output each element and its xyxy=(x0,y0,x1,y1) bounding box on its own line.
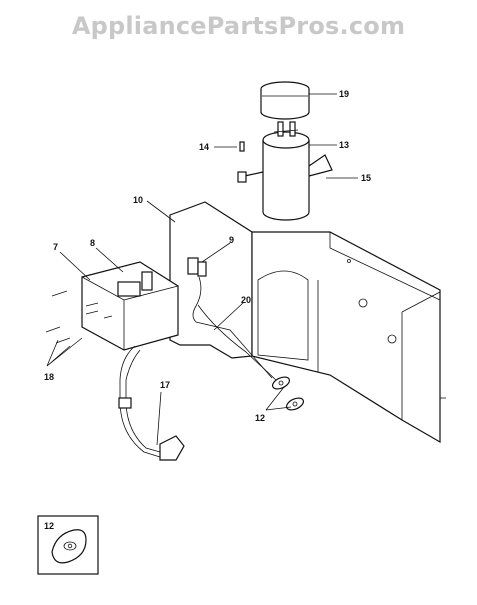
callout-20: 20 xyxy=(241,295,251,305)
control-box xyxy=(81,261,179,351)
screw-14 xyxy=(214,141,245,152)
callout-18: 18 xyxy=(44,372,54,382)
callout-17: 17 xyxy=(160,380,170,390)
callout-12: 12 xyxy=(255,413,265,423)
capacitor xyxy=(262,121,310,221)
callout-15: 15 xyxy=(361,173,371,183)
callout-8: 8 xyxy=(90,238,95,248)
watermark: AppliancePartsPros.com xyxy=(71,12,406,40)
capacitor-strap xyxy=(237,154,358,183)
control-panel xyxy=(169,201,446,444)
wiring-harness xyxy=(118,276,277,461)
inset-detail: 12 xyxy=(37,515,99,575)
screws-18 xyxy=(45,290,83,367)
leader-lines xyxy=(59,200,292,446)
callout-19: 19 xyxy=(339,89,349,99)
inset-label: 12 xyxy=(44,521,54,531)
mount-plate xyxy=(271,376,305,411)
callout-10: 10 xyxy=(133,195,143,205)
callout-13: 13 xyxy=(339,140,349,150)
callout-7: 7 xyxy=(53,242,58,252)
callout-9: 9 xyxy=(229,235,234,245)
capacitor-cap xyxy=(260,81,310,120)
callout-14: 14 xyxy=(199,142,209,152)
